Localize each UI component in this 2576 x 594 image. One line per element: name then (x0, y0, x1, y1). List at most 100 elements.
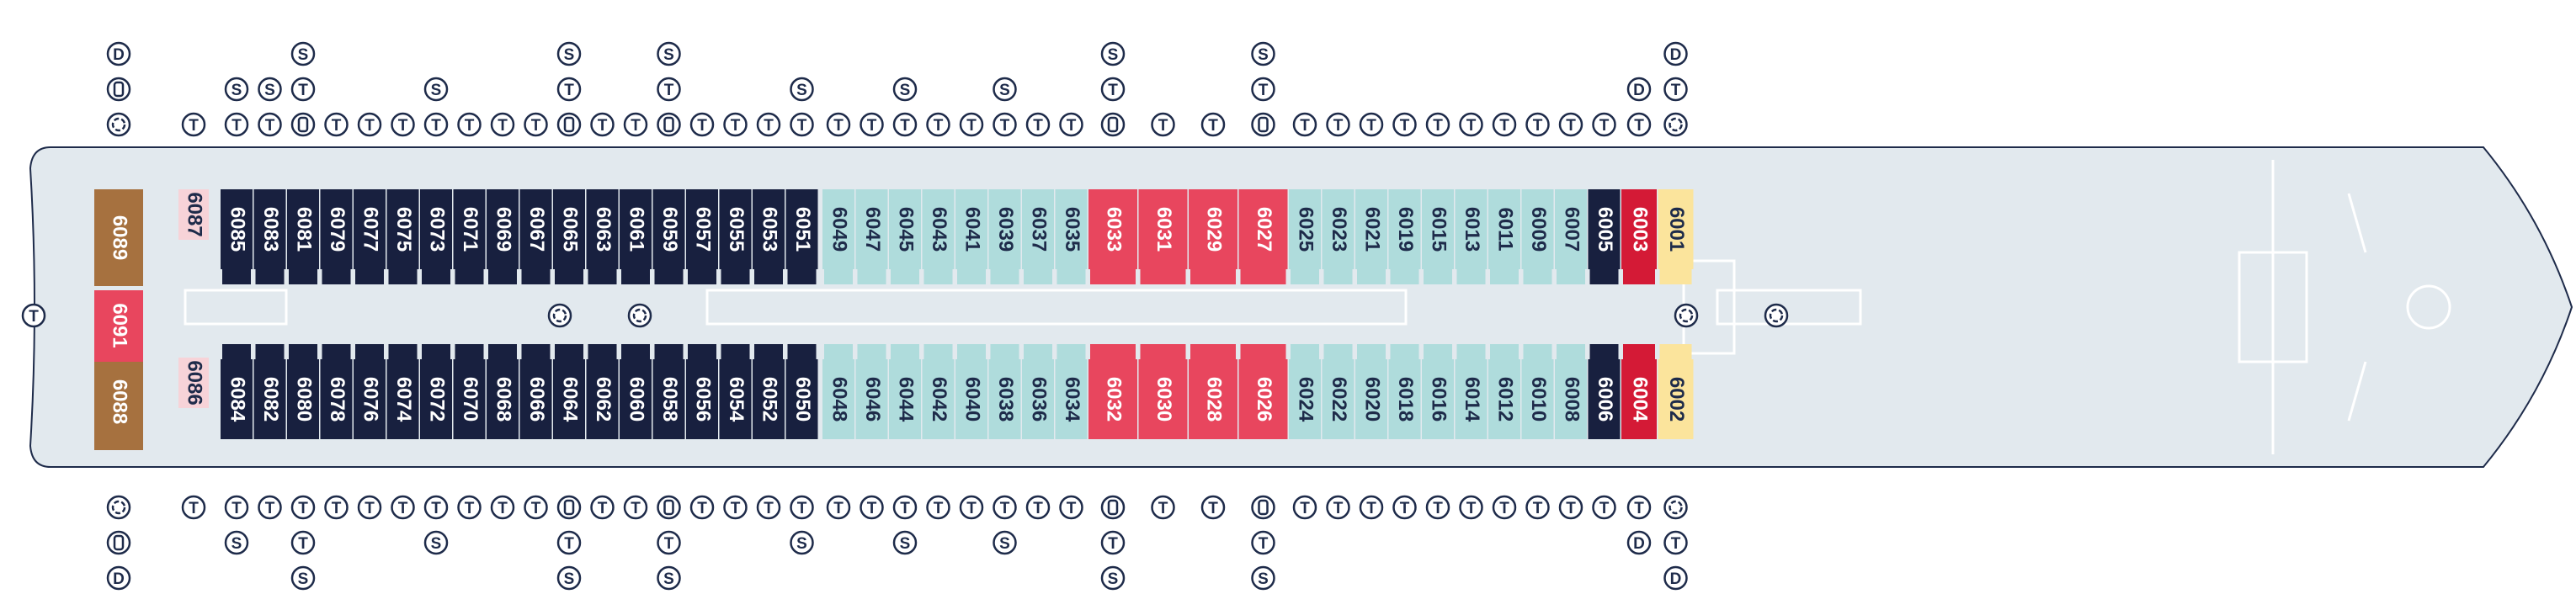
cabin-6080[interactable] (287, 359, 319, 439)
cabin-6047[interactable] (855, 189, 888, 269)
cabin-6068[interactable] (487, 359, 519, 439)
cabin-6045[interactable] (889, 189, 921, 269)
cabin-6006[interactable] (1588, 359, 1621, 439)
cabin-6061[interactable] (620, 189, 652, 269)
cabin-6065[interactable] (553, 189, 585, 269)
cabin-6043[interactable] (922, 189, 955, 269)
cabin-6030[interactable] (1138, 359, 1188, 439)
cabin-6041[interactable] (955, 189, 987, 269)
berth-T-icon: T (391, 495, 415, 520)
cabin-number: 6026 (1253, 377, 1275, 422)
cabin-6001[interactable] (1658, 189, 1694, 269)
cabin-6087[interactable] (178, 189, 209, 240)
cabin-6073[interactable] (420, 189, 452, 269)
cabin-6008[interactable] (1555, 359, 1587, 439)
cabin-6015[interactable] (1422, 189, 1454, 269)
cabin-6069[interactable] (487, 189, 519, 269)
cabin-6014[interactable] (1455, 359, 1488, 439)
cabin-6031[interactable] (1138, 189, 1188, 269)
cabin-6029[interactable] (1189, 189, 1237, 269)
cabin-6059[interactable] (652, 189, 685, 269)
cabin-6022[interactable] (1322, 359, 1355, 439)
cabin-6062[interactable] (586, 359, 619, 439)
cabin-number: 6028 (1203, 377, 1226, 422)
cabin-6044[interactable] (889, 359, 921, 439)
cabin-6035[interactable] (1055, 189, 1088, 269)
cabin-6019[interactable] (1388, 189, 1421, 269)
cabin-6081[interactable] (287, 189, 319, 269)
cabin-6082[interactable] (253, 359, 286, 439)
cabin-6033[interactable] (1088, 189, 1137, 269)
cabin-6020[interactable] (1355, 359, 1387, 439)
cabin-6064[interactable] (553, 359, 585, 439)
cabin-6005[interactable] (1588, 189, 1621, 269)
cabin-6085[interactable] (221, 189, 253, 269)
berth-T-icon: T (357, 495, 382, 520)
svg-text:T: T (1158, 500, 1168, 517)
cabin-6021[interactable] (1355, 189, 1387, 269)
cabin-balcony (1557, 269, 1585, 284)
cabin-6046[interactable] (855, 359, 888, 439)
cabin-6077[interactable] (354, 189, 386, 269)
cabin-6038[interactable] (988, 359, 1021, 439)
cabin-6089[interactable] (94, 189, 143, 286)
cabin-6028[interactable] (1189, 359, 1237, 439)
cabin-6037[interactable] (1022, 189, 1054, 269)
cabin-6057[interactable] (686, 189, 718, 269)
cabin-6079[interactable] (320, 189, 353, 269)
cabin-6063[interactable] (586, 189, 619, 269)
cabin-6054[interactable] (719, 359, 752, 439)
cabin-6034[interactable] (1055, 359, 1088, 439)
cabin-6056[interactable] (686, 359, 718, 439)
cabin-6078[interactable] (320, 359, 353, 439)
cabin-6036[interactable] (1022, 359, 1054, 439)
cabin-6039[interactable] (988, 189, 1021, 269)
cabin-6011[interactable] (1488, 189, 1520, 269)
cabin-6009[interactable] (1521, 189, 1554, 269)
cabin-6076[interactable] (354, 359, 386, 439)
cabin-6042[interactable] (922, 359, 955, 439)
svg-text:T: T (731, 117, 741, 135)
cabin-6071[interactable] (453, 189, 486, 269)
cabin-6072[interactable] (420, 359, 452, 439)
cabin-6004[interactable] (1621, 359, 1657, 439)
svg-text:T: T (1000, 117, 1010, 135)
cabin-6013[interactable] (1455, 189, 1488, 269)
cabin-6002[interactable] (1658, 359, 1694, 439)
cabin-6074[interactable] (386, 359, 419, 439)
cabin-6012[interactable] (1488, 359, 1520, 439)
berth-T-icon: T (1592, 112, 1616, 137)
cabin-6016[interactable] (1422, 359, 1454, 439)
cabin-6040[interactable] (955, 359, 987, 439)
cabin-6007[interactable] (1555, 189, 1587, 269)
cabin-6050[interactable] (785, 359, 818, 439)
cabin-6026[interactable] (1238, 359, 1288, 439)
cabin-6003[interactable] (1621, 189, 1657, 269)
cabin-6024[interactable] (1289, 359, 1321, 439)
cabin-6083[interactable] (253, 189, 286, 269)
cabin-6049[interactable] (822, 189, 854, 269)
cabin-6052[interactable] (753, 359, 785, 439)
cabin-6032[interactable] (1088, 359, 1137, 439)
cabin-6060[interactable] (620, 359, 652, 439)
cabin-6088[interactable] (94, 353, 143, 450)
cabin-6027[interactable] (1238, 189, 1288, 269)
cabin-number: 6011 (1494, 207, 1517, 251)
cabin-6048[interactable] (822, 359, 854, 439)
cabin-6070[interactable] (453, 359, 486, 439)
cabin-6086[interactable] (178, 358, 209, 408)
cabin-6053[interactable] (753, 189, 785, 269)
cabin-6075[interactable] (386, 189, 419, 269)
cabin-6067[interactable] (519, 189, 552, 269)
cabin-6023[interactable] (1322, 189, 1355, 269)
svg-text:T: T (29, 308, 39, 326)
cabin-6055[interactable] (719, 189, 752, 269)
cabin-6018[interactable] (1388, 359, 1421, 439)
cabin-6051[interactable] (785, 189, 818, 269)
cabin-6084[interactable] (221, 359, 253, 439)
cabin-6058[interactable] (652, 359, 685, 439)
cabin-6025[interactable] (1289, 189, 1321, 269)
cabin-6010[interactable] (1521, 359, 1554, 439)
cabin-6091[interactable] (94, 290, 143, 362)
cabin-6066[interactable] (519, 359, 552, 439)
